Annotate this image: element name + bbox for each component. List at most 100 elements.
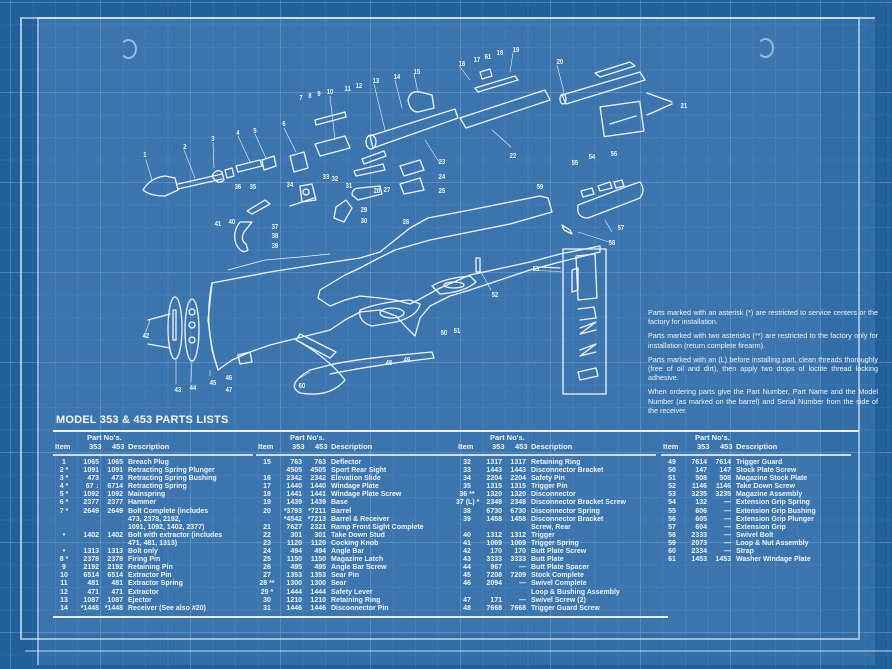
part-no-353: 1146 <box>691 483 707 491</box>
item-number: 7 * <box>59 507 69 515</box>
callout-number: 4 <box>236 130 240 137</box>
item-number: 56 <box>668 515 676 523</box>
table-row: 471, 481, 1313) <box>53 540 253 548</box>
part-no-353: 605 <box>695 515 707 523</box>
item-number: 24 <box>263 548 271 556</box>
part-no-453: — <box>724 523 731 531</box>
part-description: Loop & Bushing Assembly <box>531 588 620 596</box>
callout-number: 46 <box>225 375 233 382</box>
model-353-header: 353 <box>89 442 102 451</box>
part-no-453: — <box>519 580 526 588</box>
part-description: Bolt only <box>128 548 158 556</box>
part-description: 473, 2378, 2192, <box>128 515 181 523</box>
part-description: Retracting Spring <box>128 483 187 491</box>
callout-number: 48 <box>385 360 393 367</box>
part-no-353: *3793 <box>283 507 302 515</box>
part-no-353: 7614 <box>691 459 707 466</box>
part-no-353: 1210 <box>286 596 302 604</box>
part-no-453: 1065 <box>107 459 123 466</box>
part-no-353: 2094 <box>486 580 502 588</box>
part-description: Trigger <box>531 531 555 539</box>
table-row: Screw, Rear <box>456 524 656 532</box>
item-header: Item <box>55 442 71 451</box>
part-description: Extractor Pin <box>128 572 172 580</box>
callout-number: 57 <box>617 225 625 232</box>
callout-number: 30 <box>360 218 368 225</box>
part-description: Stock Complete <box>531 572 584 580</box>
item-number: 59 <box>668 539 676 547</box>
part-no-453: 1446 <box>310 604 326 612</box>
part-description: Extractor <box>128 588 159 596</box>
part-no-353: 1069 <box>486 539 502 547</box>
item-number: 6 * <box>59 499 69 507</box>
part-description: Windage Plate <box>331 483 379 491</box>
callout-number: 41 <box>214 221 222 228</box>
part-description: Extension Grip Plunger <box>736 515 814 523</box>
part-no-353: 1092 <box>83 491 99 499</box>
callout-number: 27 <box>383 187 391 194</box>
item-number: 27 <box>263 572 271 580</box>
part-no-353: 1315 <box>486 483 502 491</box>
item-header: Item <box>458 442 474 451</box>
callout-number: 58 <box>608 240 616 247</box>
callout-number: 6 <box>282 121 286 128</box>
butt-plate-drawing <box>167 296 183 360</box>
blueprint-sheet-inner <box>40 17 820 635</box>
part-no-453: 1440 <box>310 483 326 491</box>
part-no-353: *4542 <box>283 515 302 523</box>
part-no-453: 1320 <box>510 491 526 499</box>
part-description: Screw, Rear <box>531 523 571 531</box>
part-description: Sear <box>331 580 347 588</box>
part-no-353: 508 <box>695 475 707 483</box>
part-no-453: 1146 <box>715 483 731 491</box>
table-row: Loop & Bushing Assembly <box>456 589 656 597</box>
part-description: Disconnector Pin <box>331 604 389 612</box>
sling-drawing <box>293 341 435 395</box>
callout-number: 20 <box>556 59 564 66</box>
blueprint-sheet <box>37 17 875 665</box>
part-description: Barrel <box>331 507 352 515</box>
part-no-453: — <box>724 515 731 523</box>
part-description: Disconnector Bracket <box>531 515 604 523</box>
part-description: Breach Plug <box>128 459 169 466</box>
callout-number: 19 <box>512 47 520 54</box>
callout-number: 22 <box>509 153 517 160</box>
model-453-header: 453 <box>315 442 328 451</box>
part-no-453: 1312 <box>510 531 526 539</box>
item-number: 36 ** <box>459 491 475 499</box>
part-no-453: 7668 <box>510 604 526 612</box>
part-no-453: 1300 <box>310 580 326 588</box>
part-no-353: 67 ↓ <box>85 483 99 491</box>
part-nos-header: Part No's. <box>87 433 122 442</box>
part-no-453: — <box>519 564 526 572</box>
item-number: 14 <box>60 604 68 612</box>
item-number: 20 <box>263 507 271 515</box>
part-no-353: 170 <box>490 548 502 556</box>
part-no-453: 147 <box>719 467 731 475</box>
callout-number: 39 <box>271 243 279 250</box>
part-no-453: 170 <box>514 548 526 556</box>
part-no-353: 1440 <box>286 483 302 491</box>
part-no-353: 1458 <box>486 515 502 523</box>
part-description: Butt Plate <box>531 556 564 564</box>
item-number: 38 <box>463 507 471 515</box>
part-description: Hammer <box>128 499 157 507</box>
callout-number: 17 <box>473 57 481 64</box>
